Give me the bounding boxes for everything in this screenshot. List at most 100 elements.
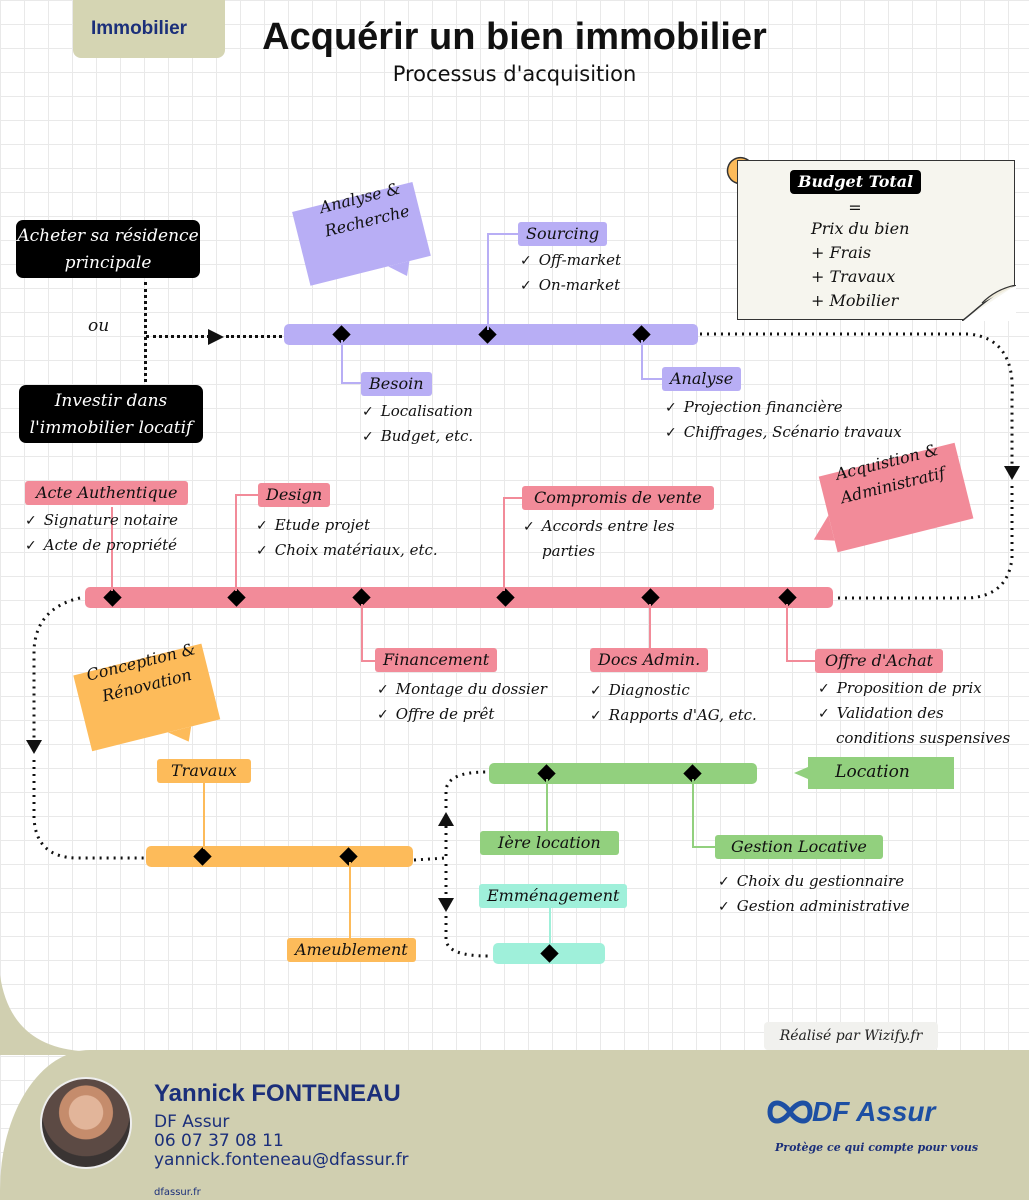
contact-name: Yannick FONTENEAU xyxy=(154,1080,401,1107)
connector-to-analyse xyxy=(146,335,210,338)
stem-compromis-h xyxy=(503,497,523,499)
stem-design-h xyxy=(235,494,259,496)
step-compromis-label: Compromis de vente xyxy=(522,486,714,510)
step-premiere-label: Ière location xyxy=(480,831,619,855)
list-item: ✓Signature notaire xyxy=(25,511,179,529)
stem-besoin-h xyxy=(341,382,363,384)
list-item: ✓Localisation xyxy=(362,402,473,420)
stem-gestion xyxy=(692,779,694,847)
phase-conception-flag xyxy=(73,643,221,752)
list-item: Prix du bien xyxy=(811,219,910,238)
list-item: ✓Validation des xyxy=(818,704,944,722)
avatar xyxy=(40,1077,132,1169)
stem-premiere xyxy=(546,779,548,831)
step-analyse-list: ✓Projection financière ✓Chiffrages, Scén… xyxy=(665,395,902,445)
list-item: ✓Rapports d'AG, etc. xyxy=(590,706,757,724)
list-item: ✓Choix du gestionnaire xyxy=(718,872,905,890)
timeline-conception xyxy=(146,846,413,867)
list-item: + Travaux xyxy=(811,267,896,286)
logo-text: DF Assur xyxy=(812,1096,936,1127)
step-emmenagement-label: Emménagement xyxy=(479,884,628,908)
option-residence-box: Acheter sa résidence principale xyxy=(16,220,200,278)
step-acte-list: ✓Signature notaire ✓Acte de propriété xyxy=(25,508,178,558)
list-item: + Frais xyxy=(811,243,872,262)
list-item: ✓Off-market xyxy=(520,251,622,269)
stem-analyse-h xyxy=(641,378,663,380)
stem-emmenagement xyxy=(549,908,551,946)
stem-besoin xyxy=(341,340,343,384)
list-item: ✓Chiffrages, Scénario travaux xyxy=(665,423,902,441)
page-title: Acquérir un bien immobilier xyxy=(262,16,767,58)
list-item: ✓Diagnostic xyxy=(590,681,690,699)
timeline-location xyxy=(489,763,757,784)
phase-location-label: Location xyxy=(835,762,910,782)
stem-financement xyxy=(361,604,363,662)
step-besoin-list: ✓Localisation ✓Budget, etc. xyxy=(362,399,473,449)
site-url[interactable]: dfassur.fr xyxy=(154,1187,201,1198)
list-item: ✓Budget, etc. xyxy=(362,427,474,445)
phase-acquisition-flag xyxy=(813,442,974,553)
step-gestion-label: Gestion Locative xyxy=(715,835,883,859)
page-subtitle: Processus d'acquisition xyxy=(392,62,637,86)
list-item: ✓Etude projet xyxy=(256,516,370,534)
stem-financement-h xyxy=(361,660,377,662)
footer-curve xyxy=(0,975,80,1055)
budget-eq: = xyxy=(848,198,862,217)
step-sourcing-label: Sourcing xyxy=(518,222,608,246)
credit-label: Réalisé par Wizify.fr xyxy=(764,1022,938,1050)
list-item: ✓On-market xyxy=(520,276,621,294)
category-tag: Immobilier xyxy=(73,0,225,58)
stem-design xyxy=(235,495,237,591)
contact-phone[interactable]: 06 07 37 08 11 xyxy=(154,1131,284,1151)
budget-list: Prix du bien + Frais + Travaux + Mobilie… xyxy=(811,217,909,313)
connector-to-analyse-2 xyxy=(226,335,282,338)
list-item: + Mobilier xyxy=(811,291,899,310)
step-offre-label: Offre d'Achat xyxy=(815,649,944,673)
budget-title: Budget Total xyxy=(790,170,922,194)
connector-analyse-acquisition xyxy=(700,332,1020,600)
list-item: ✓Gestion administrative xyxy=(718,897,910,915)
stem-gestion-h xyxy=(692,846,716,848)
contact-details: DF Assur 06 07 37 08 11 yannick.fontenea… xyxy=(154,1113,409,1170)
step-financement-label: Financement xyxy=(375,648,498,672)
step-compromis-list: ✓Accords entre les parties xyxy=(523,514,674,563)
list-item: ✓Montage du dossier xyxy=(377,680,547,698)
contact-email[interactable]: yannick.fonteneau@dfassur.fr xyxy=(154,1150,409,1170)
arrow-right-icon xyxy=(208,329,224,345)
connector-acquisition-conception xyxy=(26,596,144,860)
stem-acte xyxy=(111,507,113,591)
list-item: ✓Projection financière xyxy=(665,398,843,416)
logo-slogan: Protège ce qui compte pour vous xyxy=(775,1141,979,1154)
step-financement-list: ✓Montage du dossier ✓Offre de prêt xyxy=(377,677,547,727)
contact-company: DF Assur xyxy=(154,1112,230,1132)
connector-conception-location xyxy=(413,770,489,958)
connector-options xyxy=(144,282,147,382)
list-item: ✓Offre de prêt xyxy=(377,705,495,723)
list-item: ✓Acte de propriété xyxy=(25,536,178,554)
stem-offre-h xyxy=(786,660,816,662)
option-locatif-box: Investir dans l'immobilier locatif xyxy=(19,385,203,443)
stem-travaux xyxy=(203,783,205,849)
step-design-list: ✓Etude projet ✓Choix matériaux, etc. xyxy=(256,513,438,563)
phase-analyse-flag xyxy=(292,181,431,286)
stem-analyse xyxy=(641,340,643,380)
list-item: parties xyxy=(542,542,596,560)
step-sourcing-list: ✓Off-market ✓On-market xyxy=(520,248,621,298)
step-acte-label: Acte Authentique xyxy=(25,481,189,505)
step-ameublement-label: Ameublement xyxy=(287,938,416,962)
stem-docs xyxy=(649,604,651,648)
phase-location-flag xyxy=(794,757,954,789)
step-design-label: Design xyxy=(258,483,331,507)
stem-sourcing-h xyxy=(487,233,519,235)
list-item: ✓Proposition de prix xyxy=(818,679,982,697)
step-docs-list: ✓Diagnostic ✓Rapports d'AG, etc. xyxy=(590,678,757,728)
or-label: ou xyxy=(88,316,110,336)
footer xyxy=(0,1050,1029,1200)
step-offre-list: ✓Proposition de prix ✓Validation des con… xyxy=(818,676,1010,750)
df-assur-logo-icon xyxy=(767,1100,813,1124)
step-analyse-label: Analyse xyxy=(662,367,742,391)
step-besoin-label: Besoin xyxy=(361,372,432,396)
list-item: ✓Accords entre les xyxy=(523,517,675,535)
list-item: conditions suspensives xyxy=(836,729,1011,747)
stem-offre xyxy=(786,604,788,662)
